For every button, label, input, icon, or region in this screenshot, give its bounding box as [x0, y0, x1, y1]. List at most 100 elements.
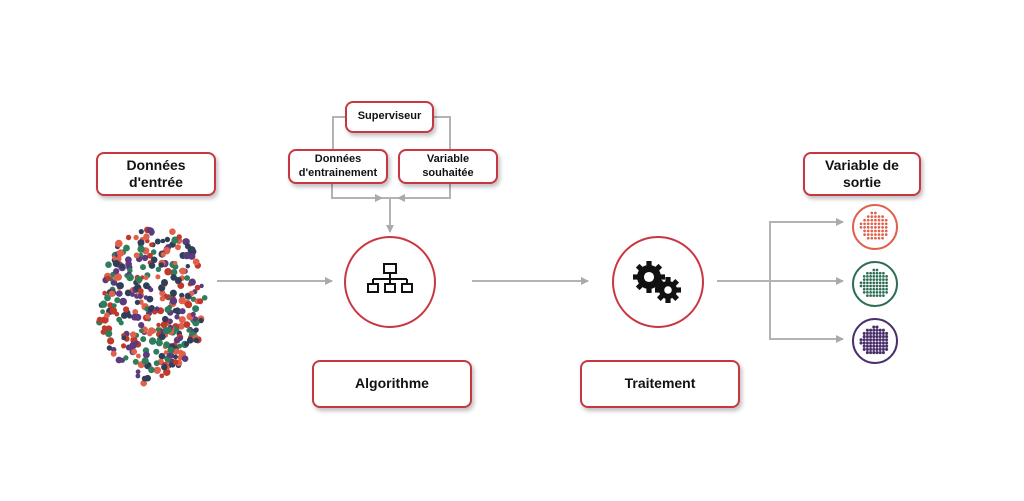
data-point — [172, 348, 180, 355]
dot-cluster-icon — [859, 268, 888, 297]
data-point — [186, 337, 194, 344]
algorithm-label: Algorithme — [355, 375, 429, 392]
data-point — [169, 297, 178, 305]
data-point — [131, 313, 139, 321]
data-point — [198, 317, 204, 324]
data-point — [159, 295, 166, 302]
data-point — [169, 289, 177, 297]
processing-node — [612, 236, 704, 328]
data-point — [188, 278, 196, 286]
data-point — [148, 366, 155, 374]
data-point — [171, 236, 179, 244]
data-point — [184, 275, 191, 281]
target-variable-label: Variable souhaitée — [422, 152, 474, 179]
data-point — [163, 327, 170, 335]
data-point — [140, 336, 147, 343]
data-point — [141, 254, 149, 262]
training-data-box: Données d'entrainement — [288, 149, 388, 184]
input-data-label: Données d'entrée — [126, 156, 186, 191]
data-point — [183, 251, 191, 260]
data-point — [153, 348, 160, 355]
data-point — [179, 308, 186, 315]
data-point — [123, 306, 130, 313]
data-point — [125, 234, 132, 241]
data-point — [156, 322, 161, 328]
data-point — [164, 236, 171, 243]
flow-connectors — [217, 218, 844, 343]
data-point — [148, 287, 154, 293]
data-point — [177, 282, 185, 289]
data-point — [138, 322, 145, 329]
data-point — [177, 336, 183, 341]
data-point — [164, 268, 172, 276]
data-point — [155, 339, 163, 347]
data-point — [154, 238, 161, 245]
data-point — [150, 256, 158, 264]
data-point — [142, 351, 150, 359]
data-point — [159, 373, 165, 379]
data-point — [113, 275, 120, 281]
data-point — [134, 299, 140, 305]
data-point — [133, 234, 139, 241]
data-point — [175, 244, 181, 251]
data-point — [134, 340, 139, 346]
data-point — [192, 258, 200, 266]
data-point — [107, 302, 114, 309]
data-point — [140, 379, 147, 387]
data-point — [192, 316, 198, 322]
data-point — [136, 353, 141, 359]
data-point — [201, 295, 208, 301]
data-point — [173, 354, 178, 360]
data-point — [186, 327, 192, 333]
data-point — [130, 292, 135, 297]
data-point — [112, 260, 120, 268]
data-point — [144, 374, 151, 382]
data-point — [114, 311, 120, 317]
dot-cluster-icon — [859, 211, 888, 240]
data-point — [137, 288, 144, 294]
supervisor-connectors — [331, 116, 451, 233]
data-point — [141, 357, 149, 365]
data-point — [178, 316, 186, 324]
data-point — [100, 309, 105, 315]
data-point — [116, 316, 123, 323]
data-point — [145, 238, 150, 244]
output-variable-label: Variable de sortie — [825, 156, 899, 191]
data-point — [159, 290, 166, 297]
data-point — [119, 297, 127, 306]
data-point — [116, 249, 125, 257]
data-point — [140, 264, 146, 271]
data-point — [149, 242, 154, 247]
data-point — [143, 233, 150, 240]
data-point — [173, 260, 178, 266]
data-point — [190, 311, 196, 317]
data-point — [143, 282, 150, 290]
data-point — [110, 350, 117, 357]
data-point — [161, 364, 168, 371]
data-point — [184, 341, 190, 347]
data-point — [113, 268, 120, 275]
data-point — [197, 298, 204, 305]
data-point — [116, 290, 123, 297]
data-point — [174, 314, 180, 320]
data-point — [184, 301, 193, 309]
data-point — [163, 350, 169, 355]
data-point — [137, 239, 145, 247]
data-point — [193, 337, 200, 344]
data-point — [158, 262, 165, 268]
data-point — [101, 325, 107, 331]
data-point — [148, 262, 156, 269]
data-point — [163, 341, 170, 349]
data-point — [160, 321, 168, 329]
data-point — [161, 279, 168, 286]
data-point — [181, 355, 189, 363]
data-point — [139, 300, 144, 305]
data-point — [187, 246, 196, 254]
data-point — [143, 275, 149, 281]
data-point — [194, 284, 201, 291]
data-point — [146, 227, 153, 234]
data-point — [160, 238, 166, 244]
data-point — [132, 309, 139, 315]
data-point — [123, 355, 129, 361]
